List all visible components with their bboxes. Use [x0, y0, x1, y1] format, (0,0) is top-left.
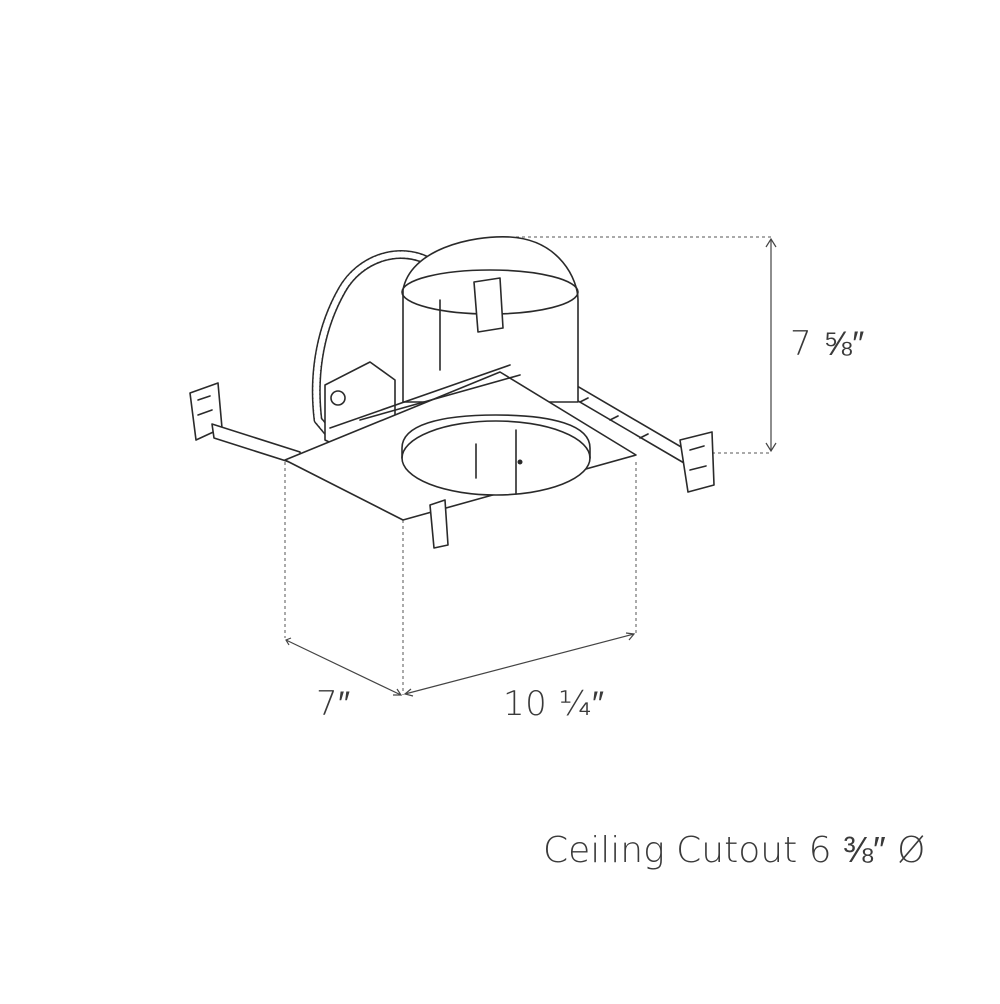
- height-dimension-label: 7 ⅝″: [790, 324, 865, 364]
- depth-dimension-label: 7″: [316, 684, 351, 724]
- width-dimension-arrow: [403, 632, 636, 697]
- left-bar-hanger: [189, 382, 303, 467]
- depth-dimension-arrow: [285, 637, 403, 696]
- ceiling-cutout-caption: Ceiling Cutout 6 ⅜″ Ø: [543, 830, 926, 871]
- width-dimension-label: 10 ¼″: [503, 684, 605, 724]
- housing-can: [401, 236, 579, 403]
- height-dimension-arrow: [765, 237, 777, 453]
- aperture-ring: [401, 414, 591, 496]
